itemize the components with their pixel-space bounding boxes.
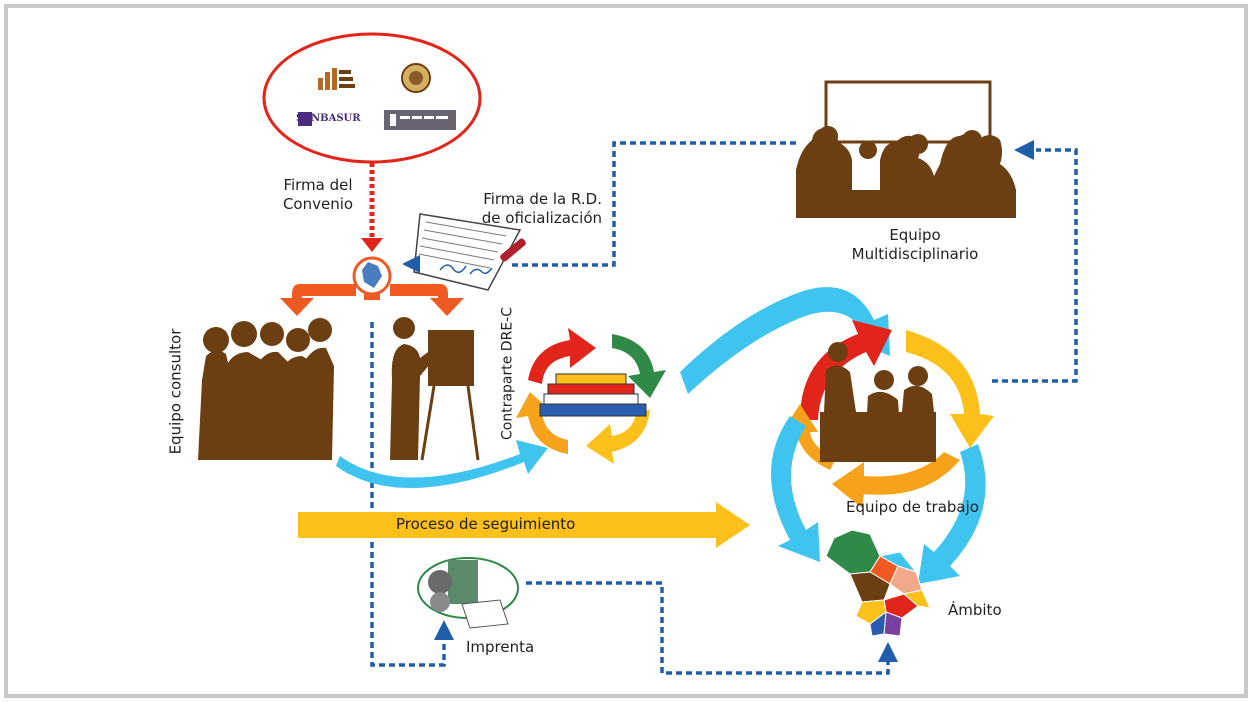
firma-rd-line1: Firma de la R.D.	[483, 190, 602, 208]
equipo-multi-line1: Equipo	[889, 226, 941, 244]
contraparte-label: Contraparte DRE-C	[499, 307, 516, 440]
imprenta-connector	[370, 322, 890, 675]
equipo-multi-label: Equipo Multidisciplinario	[830, 226, 1000, 264]
equipo-trabajo-label: Equipo de trabajo	[846, 498, 979, 516]
imprenta-label: Imprenta	[466, 638, 535, 656]
seal-split-arrows	[280, 284, 464, 316]
firma-rd-label: Firma de la R.D. de oficialización	[436, 190, 602, 228]
consultor-arrow	[336, 440, 548, 489]
cycle-books-icon	[516, 328, 666, 464]
proceso-seguimiento-label: Proceso de seguimiento	[396, 515, 576, 533]
meeting-table-icon	[796, 80, 1016, 218]
ambito-label: Ámbito	[948, 601, 1002, 619]
sanbasur-logo-text: SANBASUR	[296, 113, 361, 124]
document-signing-icon	[413, 213, 526, 291]
right-loop-arrow	[918, 444, 986, 584]
frame-border	[4, 4, 1248, 698]
firma-convenio-line1: Firma del	[283, 176, 353, 194]
firma-convenio-label: Firma del Convenio	[268, 176, 368, 214]
printer-icon	[417, 557, 519, 629]
seal-icon	[352, 256, 392, 300]
firma-rd-line2: de oficialización	[481, 209, 602, 227]
oficializacion-connector	[512, 141, 800, 267]
equipo-multi-line2: Multidisciplinario	[851, 245, 979, 263]
cycle-to-team-arrow	[680, 287, 890, 394]
seguimiento-arrow	[298, 502, 750, 548]
work-team-cycle-icon	[782, 320, 994, 508]
left-loop-arrow	[771, 416, 820, 562]
equipo-consultor-label: Equipo consultor	[166, 328, 185, 455]
institution-logos-icon	[262, 32, 482, 164]
presenter-icon	[390, 317, 480, 461]
consultant-team-icon	[198, 318, 334, 460]
multi-connector	[992, 148, 1078, 383]
firma-convenio-line2: Convenio	[282, 195, 354, 213]
region-map-icon	[825, 529, 931, 637]
